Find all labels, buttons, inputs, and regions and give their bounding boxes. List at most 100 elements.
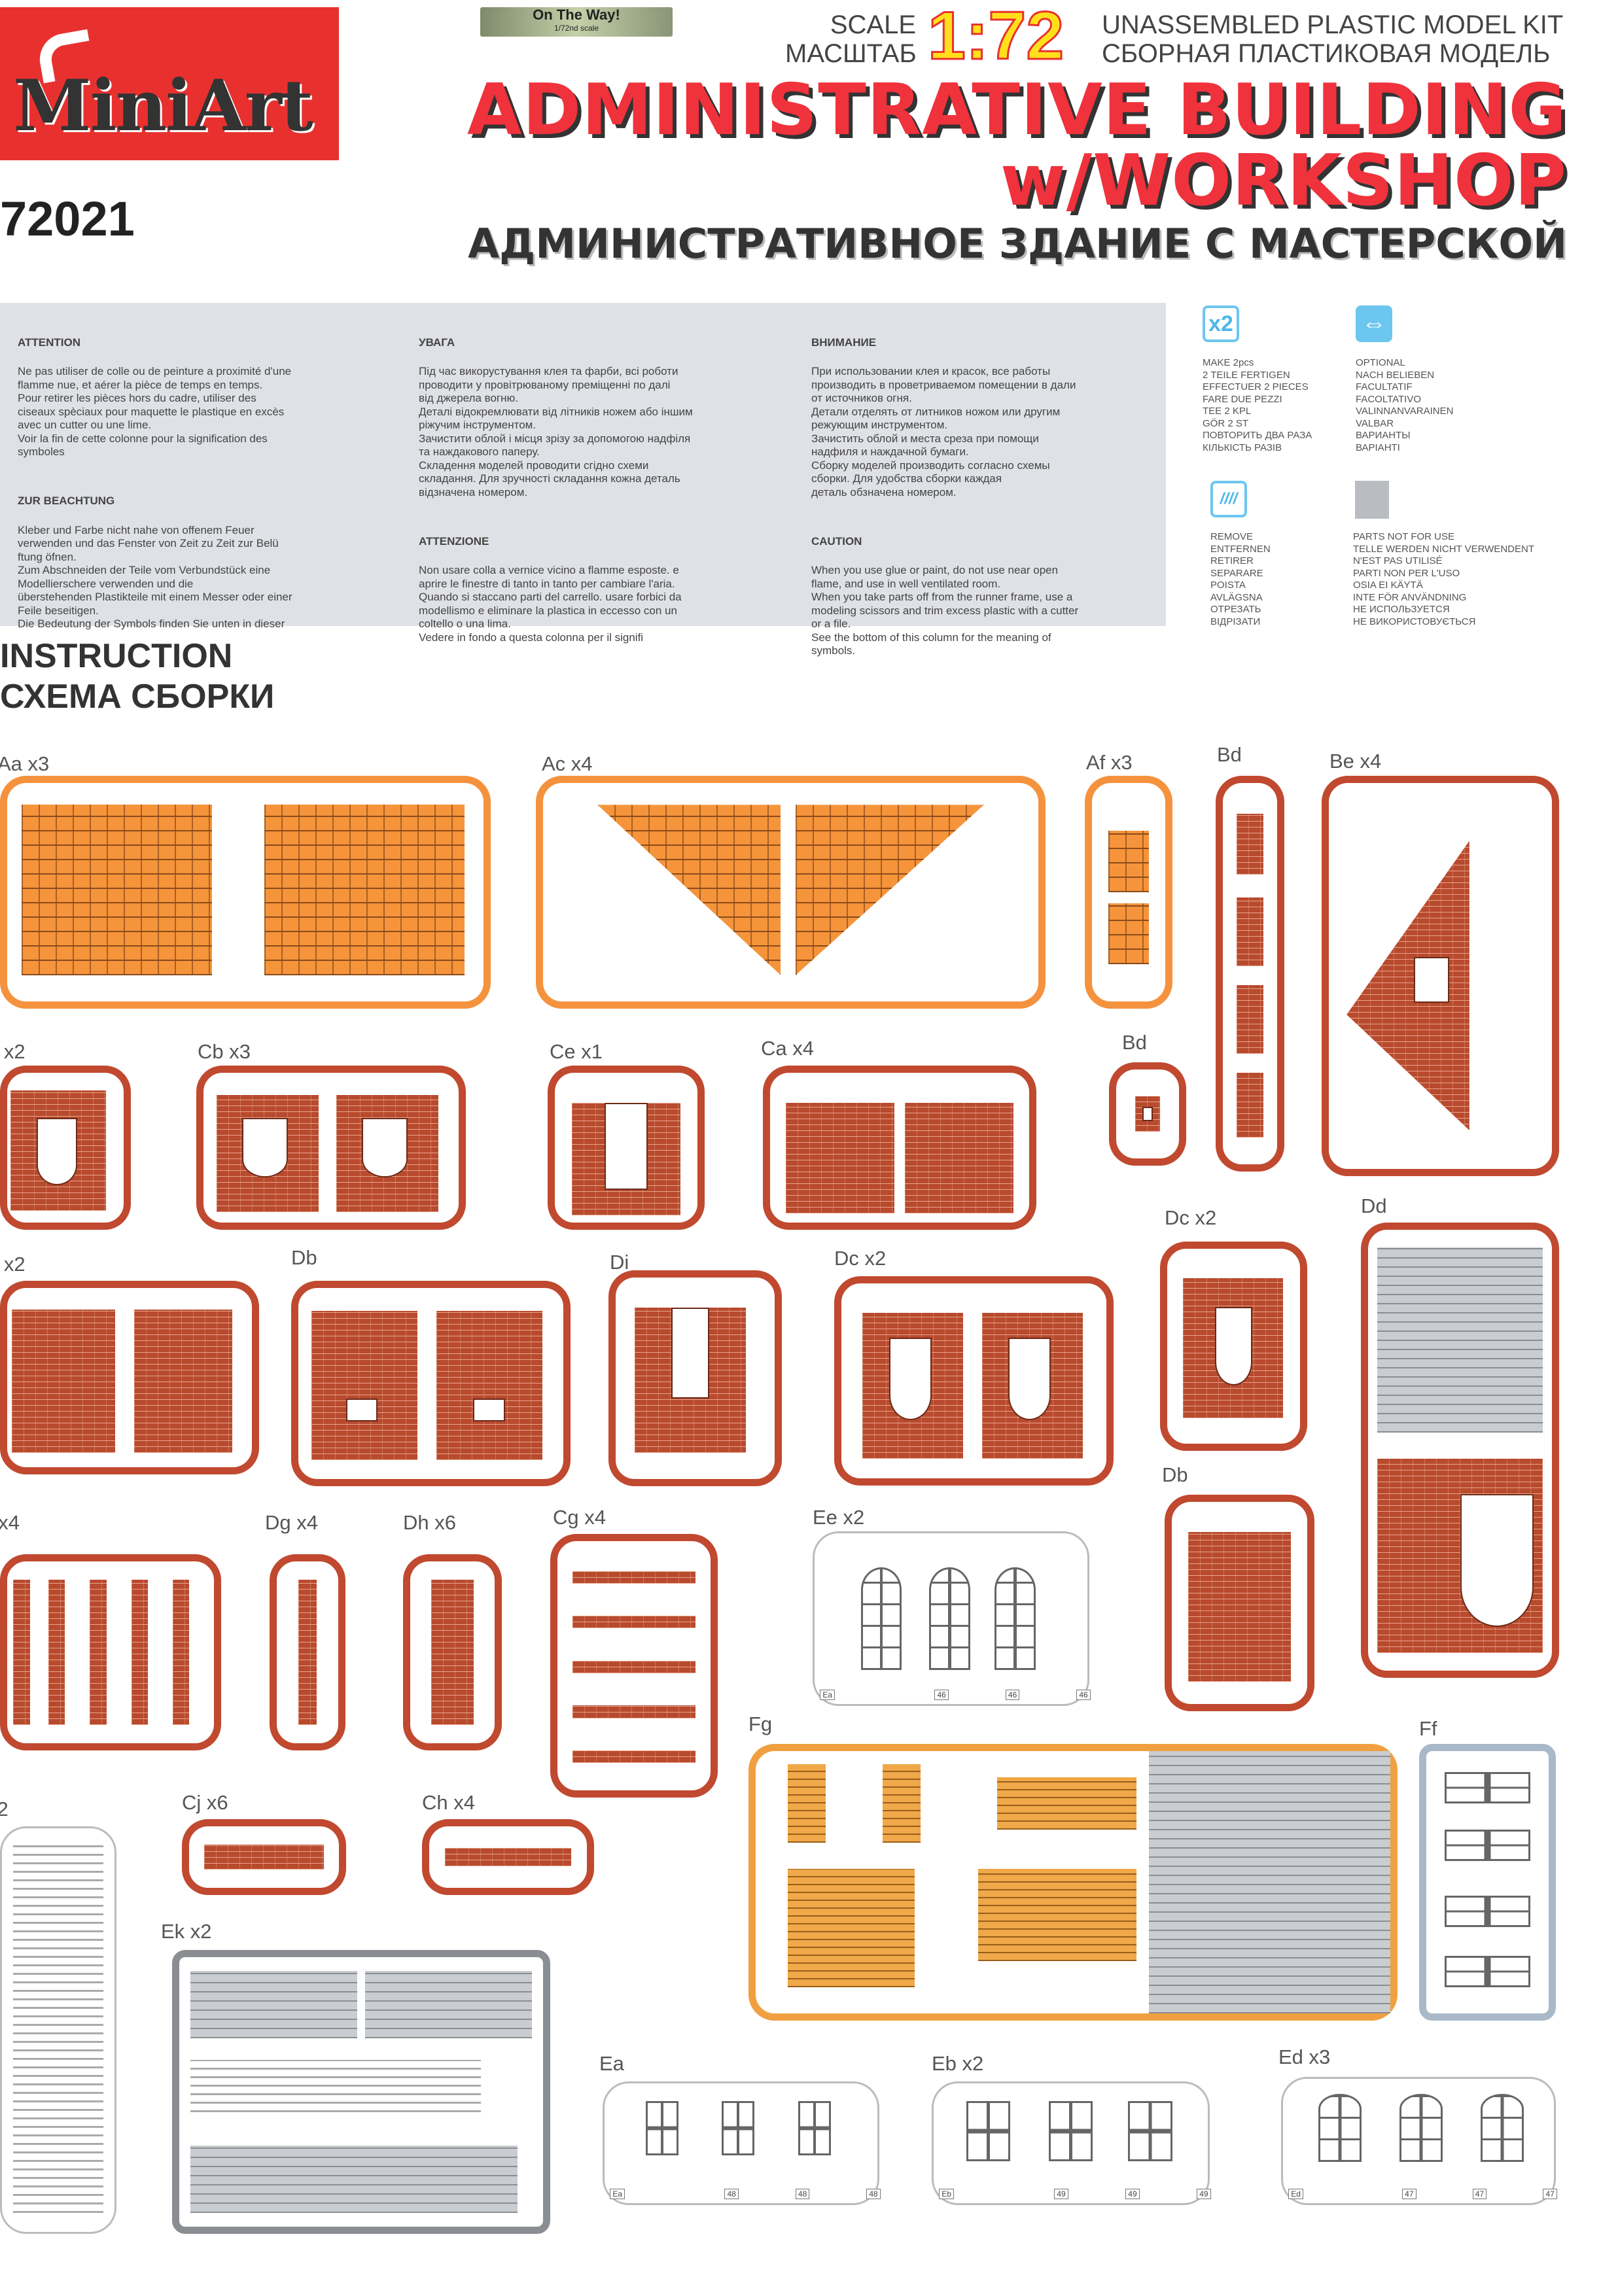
sprue-part bbox=[1128, 2101, 1172, 2161]
sprue-part bbox=[787, 1764, 826, 1843]
sprue-label-ff: Ff bbox=[1419, 1717, 1437, 1740]
sprue-part bbox=[572, 1705, 695, 1718]
sprue-label-eb: Eb x2 bbox=[932, 2052, 984, 2075]
sprue-bx2 bbox=[0, 1066, 131, 1230]
title-line-1: ADMINISTRATIVE BUILDING bbox=[467, 69, 1567, 151]
notice-text: Під час викорустування клея та фарби, вс… bbox=[419, 365, 693, 498]
sprue-label-ek: Ek x2 bbox=[161, 1920, 212, 1943]
sprue-label-ed: Ed x3 bbox=[1278, 2045, 1331, 2068]
remove-legend: REMOVE ENTFERNEN RETIRER SEPARARE POISTA… bbox=[1210, 531, 1271, 627]
sprue-dc2 bbox=[1160, 1242, 1307, 1451]
sprue-cb bbox=[196, 1066, 466, 1230]
sprue-fg bbox=[748, 1744, 1398, 2021]
part-number-tag: 49 bbox=[1125, 2189, 1140, 2199]
sprue-label-af: Af x3 bbox=[1086, 751, 1133, 774]
sprue-part bbox=[994, 1567, 1036, 1670]
sprue-part bbox=[1188, 1532, 1292, 1682]
part-number-tag: 46 bbox=[934, 1690, 949, 1700]
part-number-tag: 47 bbox=[1543, 2189, 1557, 2199]
badge-title: On The Way! bbox=[533, 7, 620, 23]
sprue-label-x2: x2 bbox=[0, 1798, 9, 1820]
sprue-part bbox=[134, 1309, 233, 1453]
sprue-be bbox=[1322, 776, 1559, 1176]
sprue-part bbox=[796, 805, 984, 975]
sprue-part bbox=[12, 1309, 115, 1453]
part-number-tag: 48 bbox=[795, 2189, 810, 2199]
sprue-label-bd1: Bd bbox=[1217, 743, 1242, 766]
sprue-label-ax2: a x2 bbox=[0, 1253, 26, 1276]
sprue-label-fg: Fg bbox=[748, 1713, 773, 1735]
sprue-ce bbox=[548, 1066, 705, 1230]
sprue-cg bbox=[550, 1534, 718, 1798]
sprue-ek bbox=[172, 1950, 550, 2234]
sprue-fx4 bbox=[0, 1554, 221, 1750]
sprue-db2 bbox=[1165, 1495, 1314, 1711]
part-number-tag: 46 bbox=[1005, 1690, 1020, 1700]
remove-cut-icon: //// bbox=[1210, 481, 1247, 517]
on-the-way-badge: On The Way!1/72nd scale bbox=[480, 7, 673, 37]
sprue-part bbox=[1149, 1751, 1390, 2013]
sprue-part bbox=[966, 2101, 1011, 2161]
sprue-part bbox=[13, 1579, 30, 1726]
sprue-dd bbox=[1361, 1223, 1559, 1678]
sprue-label-dc1: Dc x2 bbox=[834, 1247, 887, 1270]
window-opening bbox=[473, 1399, 505, 1422]
sprue-part bbox=[1377, 1247, 1543, 1433]
sprue-label-dh: Dh x6 bbox=[403, 1511, 456, 1534]
sprue-label-ea: Ea bbox=[599, 2052, 624, 2075]
sprue-label-fx4: f x4 bbox=[0, 1511, 20, 1534]
make-2pcs-legend: MAKE 2pcs 2 TEILE FERTIGEN EFFECTUER 2 P… bbox=[1203, 357, 1312, 453]
notice-text: Kleber und Farbe nicht nahe von offenem … bbox=[18, 523, 292, 631]
scale-label-en: SCALE bbox=[830, 10, 916, 39]
sprue-ca bbox=[763, 1066, 1036, 1230]
notice-text: Ne pas utiliser de colle ou de peinture … bbox=[18, 365, 292, 458]
sprue-ff bbox=[1419, 1744, 1556, 2021]
sprue-part bbox=[1108, 831, 1150, 892]
sprue-part bbox=[298, 1579, 317, 1726]
sprue-part bbox=[787, 1869, 915, 1987]
sprue-dh bbox=[403, 1554, 502, 1750]
sprue-label-dd: Dd bbox=[1361, 1194, 1387, 1217]
sprue-part bbox=[572, 1616, 695, 1629]
window-opening bbox=[605, 1102, 648, 1190]
sprue-part bbox=[1445, 1895, 1530, 1927]
sprue-label-dg: Dg x4 bbox=[265, 1511, 318, 1534]
window-opening bbox=[1008, 1338, 1051, 1420]
notice-heading: УВАГА bbox=[419, 336, 455, 349]
window-opening bbox=[36, 1117, 77, 1185]
sprue-part bbox=[436, 1311, 542, 1460]
scale-ratio: 1:72 bbox=[926, 0, 1064, 74]
sprue-part bbox=[264, 805, 465, 975]
sprue-part bbox=[431, 1579, 474, 1726]
sprue-label-ca: Ca x4 bbox=[761, 1037, 814, 1060]
sprue-af bbox=[1085, 776, 1172, 1009]
part-number-tag: Eb bbox=[939, 2189, 955, 2199]
sprue-label-aa: Aa x3 bbox=[0, 752, 50, 775]
sprue-cj bbox=[182, 1819, 346, 1895]
sprue-part bbox=[904, 1102, 1014, 1214]
notice-heading: ATTENTION bbox=[18, 336, 81, 349]
sprue-part bbox=[445, 1847, 571, 1867]
sprue-part bbox=[597, 805, 781, 975]
sprue-part bbox=[190, 1970, 358, 2038]
sprue-part bbox=[90, 1579, 107, 1726]
sprue-label-dc2: Dc x2 bbox=[1165, 1206, 1217, 1229]
sprue-label-cg: Cg x4 bbox=[553, 1506, 606, 1529]
sprue-db1 bbox=[291, 1281, 571, 1486]
sprue-ch bbox=[422, 1819, 594, 1895]
sprue-part bbox=[190, 2146, 518, 2214]
notice-heading: CAUTION bbox=[811, 534, 862, 548]
title-russian: АДМИНИСТРАТИВНОЕ ЗДАНИЕ С МАСТЕРСКОЙ bbox=[468, 220, 1567, 268]
part-number-tag: 49 bbox=[1054, 2189, 1068, 2199]
notice-column-1: ATTENTION Ne pas utiliser de colle ou de … bbox=[18, 322, 384, 667]
sprue-label-be: Be x4 bbox=[1329, 750, 1382, 773]
sprue-part bbox=[1399, 2093, 1443, 2163]
sprue-part bbox=[860, 1567, 902, 1670]
sprue-part bbox=[996, 1777, 1136, 1830]
sprue-part bbox=[1236, 813, 1264, 875]
